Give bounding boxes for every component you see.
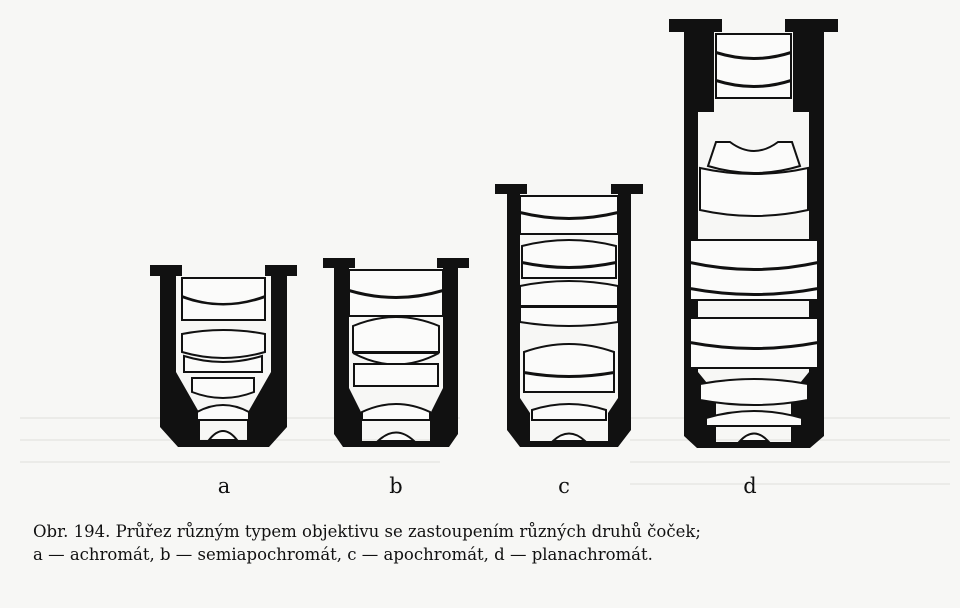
panel-label-c: c [558,474,570,498]
objective-c [495,184,643,447]
objective-a-housing [150,265,297,447]
objective-c-housing [495,184,643,447]
figure-caption: Obr. 194. Průřez různým typem objektivu … [33,520,953,566]
objective-d-lenses [689,33,819,442]
objective-b-housing [323,258,469,447]
caption-line-1: Obr. 194. Průřez různým typem objektivu … [33,522,701,541]
objective-a-lenses [181,277,266,441]
objective-c-lenses [519,195,619,442]
objective-a [150,265,297,447]
objective-d-housing [669,19,838,448]
objective-b [323,258,469,447]
objective-b-lenses [348,269,444,442]
panel-label-d: d [743,474,757,498]
panel-label-a: a [217,474,231,498]
caption-line-2: a — achromát, b — semiapochromát, c — ap… [33,545,653,564]
objective-d [669,19,838,448]
panel-label-b: b [389,474,403,498]
